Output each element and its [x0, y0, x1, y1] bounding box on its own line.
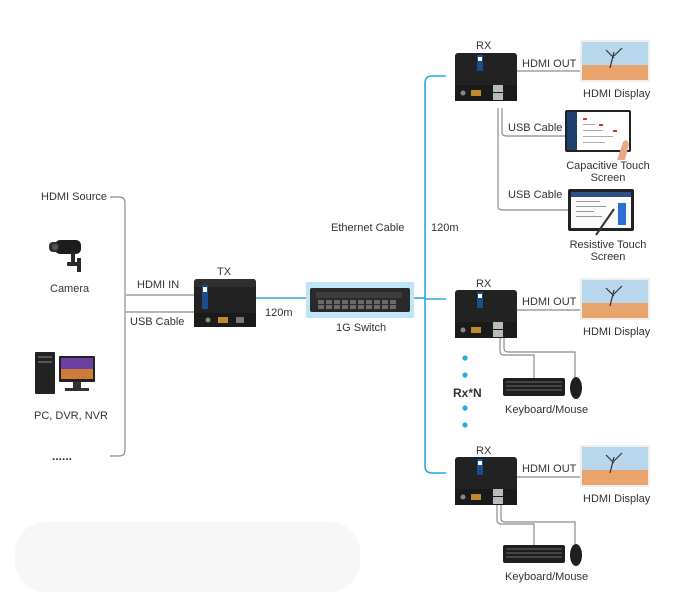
pc-label: PC, DVR, NVR	[34, 410, 108, 422]
rx-label: RX	[476, 445, 492, 457]
ethernet-cable-label: Ethernet Cable	[331, 222, 405, 234]
hdmi-display-icon	[580, 445, 650, 487]
source-bracket	[110, 196, 126, 457]
mouse-icon	[569, 376, 583, 400]
hdmi-display-icon	[580, 278, 650, 320]
rxn-dot	[462, 422, 468, 428]
keyboard-mouse-label: Keyboard/Mouse	[505, 571, 589, 583]
hdmi-out-label: HDMI OUT	[522, 463, 577, 475]
hdmi-out-label: HDMI OUT	[522, 296, 577, 308]
resistive-touch-label: Resistive Touch Screen	[569, 239, 647, 263]
background-panel	[15, 522, 360, 592]
hdmi-out-label: HDMI OUT	[522, 58, 577, 70]
rx-label: RX	[476, 278, 492, 290]
rx-unit	[455, 53, 517, 101]
camera-icon	[47, 236, 89, 274]
hdmi-display-label: HDMI Display	[583, 493, 651, 505]
hdmi-in-label: HDMI IN	[137, 279, 180, 291]
rx-trunk	[424, 75, 446, 474]
resistive-touchscreen-icon	[568, 189, 638, 237]
rx-n-label: Rx*N	[453, 386, 482, 400]
rxn-dot	[462, 355, 468, 361]
keyboard-icon	[503, 378, 565, 400]
capacitive-touchscreen-icon	[565, 110, 635, 162]
hdmi-display-label: HDMI Display	[583, 88, 651, 100]
pc-icon	[33, 350, 99, 396]
camera-label: Camera	[50, 283, 90, 295]
usb-cable-label: USB Cable	[508, 189, 563, 201]
usb-cable-label: USB Cable	[130, 316, 185, 328]
keyboard-mouse-label: Keyboard/Mouse	[505, 404, 589, 416]
mouse-icon	[569, 543, 583, 567]
rxn-dot	[462, 405, 468, 411]
keyboard-icon	[503, 545, 565, 567]
rxn-dot	[462, 372, 468, 378]
switch-rx-distance: 120m	[431, 222, 459, 234]
hdmi-display-icon	[580, 40, 650, 82]
hdmi-display-label: HDMI Display	[583, 326, 651, 338]
tx-label: TX	[217, 266, 232, 278]
usb-cable-label: USB Cable	[508, 122, 563, 134]
capacitive-touch-label: Capacitive Touch Screen	[566, 160, 650, 184]
rx-unit	[455, 290, 517, 338]
rx-label: RX	[476, 40, 492, 52]
more-sources: ......	[52, 449, 73, 463]
rx-unit	[455, 457, 517, 505]
hdmi-source-label: HDMI Source	[41, 191, 108, 203]
switch-label: 1G Switch	[336, 322, 387, 334]
switch-unit	[306, 282, 414, 318]
tx-unit	[194, 279, 256, 327]
tx-switch-distance: 120m	[265, 307, 293, 319]
